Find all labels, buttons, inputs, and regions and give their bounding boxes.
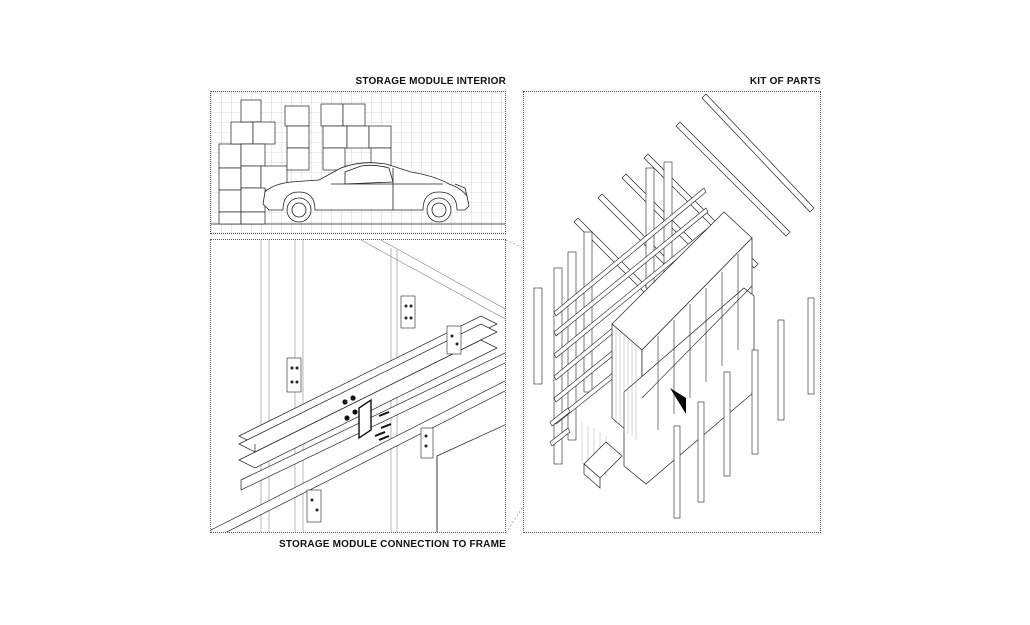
storage-module-connection-title: STORAGE MODULE CONNECTION TO FRAME: [279, 539, 506, 550]
storage-interior-drawing: [211, 92, 505, 233]
storage-interior-panel: [210, 91, 506, 234]
stacked-boxes: [218, 99, 392, 225]
kit-of-parts-drawing: [533, 93, 815, 519]
car-illustration: [262, 162, 470, 223]
accent-triangle: [670, 388, 686, 414]
connection-panel: [210, 239, 506, 533]
kit-of-parts-panel: [523, 91, 821, 533]
bolt-set: [342, 395, 392, 441]
storage-module-interior-title: STORAGE MODULE INTERIOR: [355, 76, 506, 87]
connection-drawing: [211, 240, 505, 532]
kit-of-parts-title: KIT OF PARTS: [749, 76, 821, 87]
